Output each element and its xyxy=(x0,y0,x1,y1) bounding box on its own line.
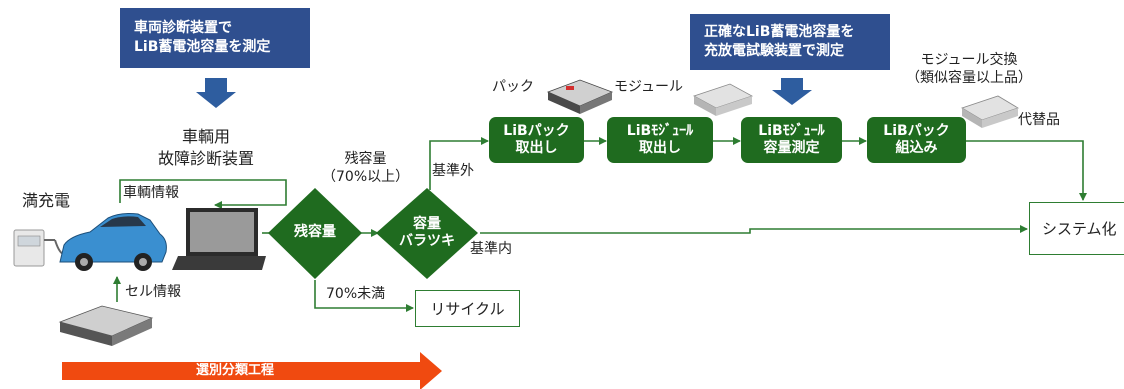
step-text: 容量測定 xyxy=(763,140,820,156)
battery-pack-icon xyxy=(58,305,154,346)
vehicle-device-line: 車輌用 xyxy=(182,127,231,146)
vehicle-device-label: 車輌用 故障診断装置 xyxy=(158,126,254,170)
step-text: LiBﾓｼﾞｭｰﾙ xyxy=(626,123,694,139)
callout-line: 正確なLiB蓄電池容量を xyxy=(704,24,855,40)
remaining-capacity-note: 残容量 （70%以上） xyxy=(322,150,409,186)
diamond-variation-label: 容量 バラツキ xyxy=(392,216,462,250)
diamond-text: 残容量 xyxy=(294,224,336,240)
process-arrow xyxy=(62,352,442,389)
vehicle-device-line: 故障診断装置 xyxy=(158,149,255,168)
battery-pack-icon xyxy=(546,79,614,114)
sorting-process-label: 選別分類工程 xyxy=(196,363,275,378)
callout-line: 車両診断装置で xyxy=(134,20,232,36)
step-text: LiBパック xyxy=(883,123,950,139)
below-70-label: 70%未満 xyxy=(326,286,386,302)
module-exchange-label: モジュール交換 （類似容量以上品） xyxy=(906,51,1032,87)
vehicle-info-label: 車輌情報 xyxy=(123,185,179,201)
recycle-text: リサイクル xyxy=(430,300,505,318)
battery-module-icon xyxy=(961,95,1019,128)
out-of-standard-line xyxy=(429,137,489,190)
down-arrow-icon xyxy=(196,78,236,108)
electric-car-icon xyxy=(59,213,167,271)
step-text: 取出し xyxy=(515,140,558,156)
callout-line: LiB蓄電池容量を測定 xyxy=(134,39,271,55)
system-text: システム化 xyxy=(1042,220,1117,238)
callout-line: 充放電試験装置で測定 xyxy=(704,43,844,59)
callout-charger-test: 正確なLiB蓄電池容量を 充放電試験装置で測定 xyxy=(690,14,890,70)
note-line: 残容量 xyxy=(344,151,387,167)
module-label: モジュール xyxy=(614,79,684,95)
decision-diamond-variation xyxy=(376,188,478,279)
step-module-measure: LiBﾓｼﾞｭｰﾙ 容量測定 xyxy=(741,117,842,163)
vehicle-info-line xyxy=(119,179,287,209)
callout-vehicle-diagnosis: 車両診断装置で LiB蓄電池容量を測定 xyxy=(120,8,310,68)
exchange-line: （類似容量以上品） xyxy=(906,70,1032,86)
diamond-remaining-label: 残容量 xyxy=(288,224,342,241)
decision-diamond-remaining xyxy=(268,188,362,279)
step-pack-assembly: LiBパック 組込み xyxy=(867,117,966,163)
full-charge-label: 満充電 xyxy=(22,191,71,210)
pack-label: パック xyxy=(492,79,534,95)
step-text: LiBパック xyxy=(503,123,570,139)
step-text: 組込み xyxy=(895,140,938,156)
cell-info-label: セル情報 xyxy=(125,284,181,300)
note-line: （70%以上） xyxy=(322,169,410,185)
within-standard-label: 基準内 xyxy=(470,241,512,257)
laptop-icon xyxy=(172,208,266,270)
system-box: システム化 xyxy=(1029,202,1124,255)
within-standard-line xyxy=(480,225,1028,234)
down-arrow-icon xyxy=(772,78,812,105)
diamond-text: バラツキ xyxy=(399,233,455,249)
out-of-standard-label: 基準外 xyxy=(432,163,474,179)
step-text: LiBﾓｼﾞｭｰﾙ xyxy=(758,123,825,139)
diamond-text: 容量 xyxy=(413,216,441,232)
step-text: 取出し xyxy=(639,140,681,156)
exchange-line: モジュール交換 xyxy=(920,52,1018,68)
replacement-label: 代替品 xyxy=(1018,112,1060,128)
to-system-line xyxy=(966,140,1087,201)
battery-module-icon xyxy=(693,83,753,116)
recycle-line xyxy=(314,280,414,312)
step-module-removal: LiBﾓｼﾞｭｰﾙ 取出し xyxy=(607,117,713,163)
recycle-box: リサイクル xyxy=(415,290,520,327)
step-pack-removal: LiBパック 取出し xyxy=(489,117,584,163)
